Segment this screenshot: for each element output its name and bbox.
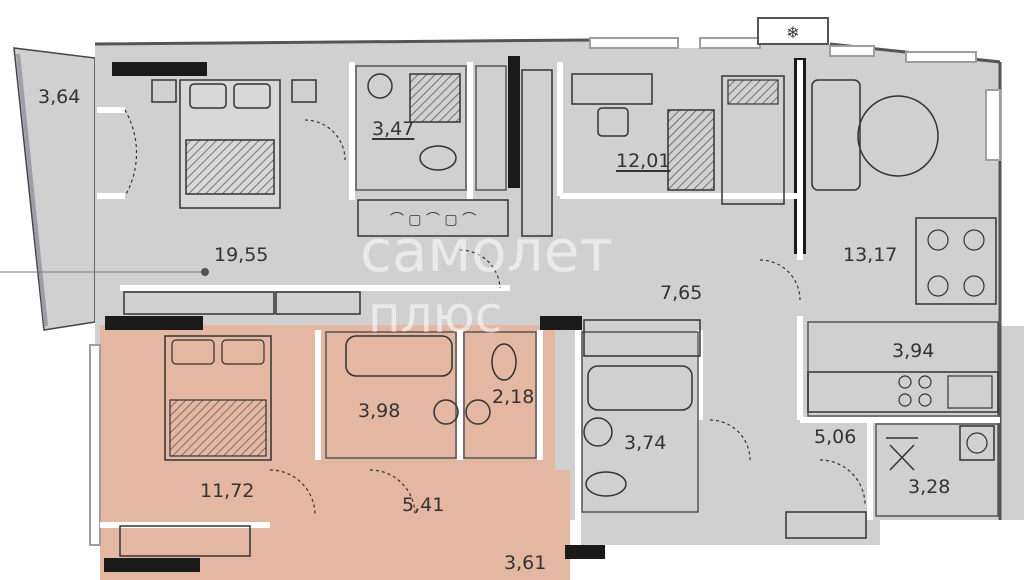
pillow-lower-2 xyxy=(221,339,265,365)
window-top-1 xyxy=(589,37,679,49)
wall-block-2 xyxy=(508,56,520,188)
ac-unit-box xyxy=(757,17,829,45)
stove-burner-1 xyxy=(898,375,912,389)
shelf-master xyxy=(123,291,275,315)
wardrobe-master xyxy=(357,199,509,237)
window-top-4 xyxy=(905,51,977,63)
stove-burner-4 xyxy=(918,393,932,407)
room-area-master-bedroom: 19,55 xyxy=(214,244,269,266)
dining-chair-2 xyxy=(963,229,985,251)
nightstand-1 xyxy=(151,79,177,103)
watermark-line2: плюс xyxy=(368,286,503,344)
window-left-lower xyxy=(89,344,101,546)
room-area-corridor-lower: 5,41 xyxy=(402,494,445,516)
wall-block-5 xyxy=(540,316,582,330)
room-area-kitchen: 3,94 xyxy=(892,340,935,362)
sink-cabinet-master xyxy=(275,291,361,315)
room-area-bedroom-child: 12,01 xyxy=(616,150,671,172)
window-top-2 xyxy=(699,37,761,49)
room-area-laundry: 3,28 xyxy=(908,476,951,498)
bathtub-center xyxy=(587,365,693,411)
room-area-bath-center: 3,74 xyxy=(624,432,667,454)
room-area-bedroom-lower: 11,72 xyxy=(200,480,255,502)
wall-block-1 xyxy=(112,62,207,76)
sink-master xyxy=(367,73,393,99)
sofa-living xyxy=(811,79,861,191)
sink-lower-1 xyxy=(433,399,459,425)
pillow-lower-1 xyxy=(171,339,215,365)
toilet-master xyxy=(419,145,457,171)
hanger-icons-master: ⌒ ▢ ⌒ ▢ ⌒ xyxy=(390,212,476,228)
wall-block-7 xyxy=(104,558,200,572)
stove-burner-2 xyxy=(918,375,932,389)
desk-child xyxy=(571,73,653,105)
room-area-living: 13,17 xyxy=(843,244,898,266)
washing-machine-drum xyxy=(966,432,988,454)
room-area-hall: 7,65 xyxy=(660,282,703,304)
kitchen-sink xyxy=(947,375,993,409)
interior-walls xyxy=(97,60,1000,545)
room-area-wc-lower: 2,18 xyxy=(492,386,535,408)
bed-child xyxy=(721,75,785,205)
bed-lower-cover xyxy=(169,399,267,457)
room-area-balcony: 3,64 xyxy=(38,86,81,108)
shoe-rack xyxy=(785,511,867,539)
sink-center xyxy=(583,417,613,447)
toilet-center xyxy=(585,471,627,497)
pillow-child xyxy=(727,79,779,105)
cabinet-center xyxy=(583,319,701,357)
room-area-corridor-right: 5,06 xyxy=(814,426,857,448)
sink-lower-2 xyxy=(465,399,491,425)
door-swings xyxy=(124,109,866,516)
window-right xyxy=(985,89,1001,161)
bed-lower xyxy=(164,335,272,461)
nightstand-2 xyxy=(291,79,317,103)
rug-child xyxy=(667,109,715,191)
toilet-lower xyxy=(491,343,517,381)
balcony-window xyxy=(16,53,48,327)
dining-chair-4 xyxy=(963,275,985,297)
room-area-wardrobe-lower: 3,61 xyxy=(504,552,547,574)
room-borders xyxy=(325,65,999,517)
window-top-3 xyxy=(829,45,875,57)
master-bed xyxy=(179,79,281,209)
leader-dot xyxy=(201,268,209,276)
rug-living xyxy=(857,95,939,177)
chair-child xyxy=(597,107,629,137)
stove-burner-3 xyxy=(898,393,912,407)
room-area-bath-lower: 3,98 xyxy=(358,400,401,422)
shower-master xyxy=(409,73,461,123)
room-area-master-bath: 3,47 xyxy=(372,118,415,140)
dining-table xyxy=(915,217,997,305)
ac-unit-icon: ❄ xyxy=(786,23,799,42)
wall-block-4 xyxy=(105,316,203,330)
bathtub-lower xyxy=(345,335,453,377)
wall-block-6 xyxy=(565,545,605,559)
watermark-line1: самолет xyxy=(360,217,614,285)
neighbor-apartment-bottom xyxy=(320,470,570,580)
wardrobe-child xyxy=(521,69,553,237)
washing-machine xyxy=(959,425,995,461)
dining-chair-1 xyxy=(927,229,949,251)
ironing-board-icon xyxy=(886,437,918,471)
kitchen-counter xyxy=(807,371,999,413)
wardrobe-lower xyxy=(119,525,251,557)
dining-chair-3 xyxy=(927,275,949,297)
